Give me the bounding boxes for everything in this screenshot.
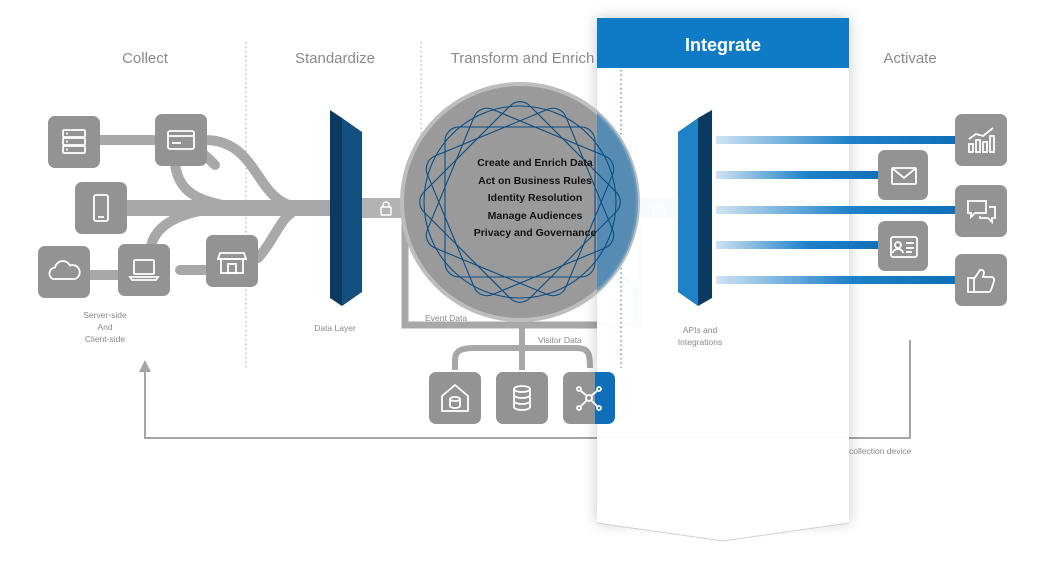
database-icon — [496, 372, 548, 424]
chat-icon — [955, 185, 1007, 237]
smartphone-icon — [75, 182, 127, 234]
integrate-panel — [597, 18, 849, 523]
collection-device-label: collection device — [849, 446, 912, 456]
data-layer-plate — [330, 110, 362, 306]
source-caption-line: Server-side — [83, 310, 127, 320]
apis-label-line: Integrations — [677, 337, 723, 347]
network-icon — [563, 372, 615, 424]
email-icon — [878, 150, 928, 200]
contact-card-icon — [878, 221, 928, 271]
stage-collect: Collect — [122, 50, 168, 67]
apis-label-line: APIs and — [682, 325, 718, 335]
hub-circle — [400, 82, 640, 322]
stage-standardize: Standardize — [294, 50, 376, 67]
hub-item: Act on Business Rules — [478, 174, 592, 187]
integrate-panel-chevron — [597, 515, 849, 542]
thumbs-up-icon — [955, 254, 1007, 306]
storefront-icon — [206, 235, 258, 287]
source-caption-line: And — [97, 322, 113, 332]
hub-item: Create and Enrich Data — [477, 157, 593, 169]
source-caption-line: Client-side — [84, 334, 126, 344]
source-caption: Server-side And Client-side — [60, 309, 150, 345]
data-layer-label: Data Layer — [314, 323, 356, 333]
data-warehouse-icon — [429, 372, 481, 424]
hub-item: Identity Resolution — [487, 192, 583, 204]
lock-icon — [651, 200, 667, 216]
laptop-icon — [118, 244, 170, 296]
event-data-label: Event Data — [425, 313, 468, 323]
credit-card-icon — [155, 114, 207, 166]
analytics-chart-icon — [955, 114, 1007, 166]
lock-icon — [378, 200, 394, 216]
integrate-header: Integrate — [597, 18, 849, 68]
server-icon — [48, 116, 100, 168]
visitor-data-label: Visitor Data — [538, 335, 582, 345]
cloud-icon — [38, 246, 90, 298]
api-plate — [678, 110, 712, 306]
apis-label: APIs and Integrations — [660, 324, 740, 348]
stage-transform: Transform and Enrich — [450, 50, 595, 67]
stage-activate: Activate — [883, 50, 937, 67]
hub-capabilities: Create and Enrich Data Act on Business R… — [440, 155, 630, 243]
hub-item: Privacy and Governance — [473, 227, 597, 239]
hub-item: Manage Audiences — [487, 209, 583, 222]
